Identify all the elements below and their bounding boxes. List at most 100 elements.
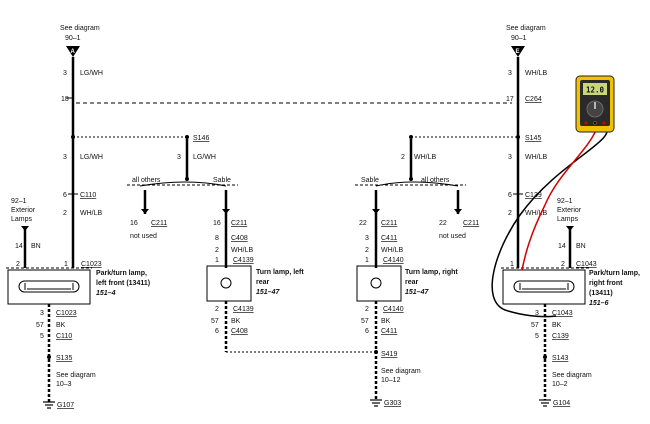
lamp-right-rear-box [356,265,402,302]
wire-color-label: WH/LB [231,247,254,254]
meter-screen [583,83,607,95]
component-name: rear [405,279,419,286]
connector-label: C211 [381,220,397,227]
ref-label: See diagram [56,372,96,379]
option-bracket [139,181,227,187]
splice-dot [374,350,378,354]
pin-label: 3 [535,310,539,317]
connector-label: C411 [381,235,397,242]
pin-label: 17 [506,96,514,103]
flag-letter-a: A [71,49,76,55]
pin-label: 18 [61,96,69,103]
connector-label: C211 [463,220,479,227]
wire-color-label: LG/WH [80,70,103,77]
ref-label-e: See diagram [506,25,546,32]
wire-color-label: BN [576,243,586,250]
ref-number-a: 90–1 [65,35,81,42]
splice-dot [543,355,547,359]
pin-label: 57 [361,318,369,325]
pin-label: 3 [508,70,512,77]
splice-label: S146 [193,135,209,142]
wire-color-label: BK [381,318,391,325]
pin-label: 3 [63,154,67,161]
flow-arrow [222,209,230,214]
splice-label: S135 [56,355,72,362]
pin-label: 1 [510,261,514,268]
pin-label: 3 [365,235,369,242]
connector-label: C411 [381,328,397,335]
ref-label-a: See diagram [60,25,100,32]
splice-dot [185,135,189,139]
wire-color-label: WH/LB [80,210,103,217]
wire-color-label: LG/WH [193,154,216,161]
pin-label: 2 [508,210,512,217]
lamp-right-front-box [502,269,586,305]
ground-label: G107 [57,402,74,409]
pin-label: 6 [365,328,369,335]
pin-label: 6 [508,192,512,199]
pin-label: 14 [15,243,23,250]
option-label: Sable [213,177,231,184]
pin-label: 57 [36,322,44,329]
flow-arrow [141,209,149,214]
wire-color-label: WH/LB [414,154,437,161]
lamp-left-rear-box [206,265,252,302]
flow-arrow [454,209,462,214]
connector-label: C264 [525,96,542,103]
bulb-icon [370,277,382,289]
pin-label: 1 [365,257,369,264]
ref-number-e: 90–1 [511,35,527,42]
wire-color-label: BK [56,322,66,329]
connector-label: C4139 [233,306,254,313]
connector-label: C4140 [383,306,404,313]
pin-label: 6 [63,192,67,199]
connector-label: C408 [231,328,248,335]
wire-color-label: WH/LB [381,247,404,254]
ref-name: Exterior [11,207,36,214]
pin-label: 1 [64,261,68,268]
pin-label: 57 [211,318,219,325]
wire-color-label: BK [231,318,241,325]
connector-flag-e [511,46,525,57]
component-code: 151–47 [405,289,429,296]
component-name: (13411) [589,290,613,297]
meter-reading: 12.0 [586,86,605,95]
not-used-label: not used [439,233,466,240]
splice-dot [409,135,413,139]
component-name: Park/turn lamp, [96,270,147,277]
ref-name: Lamps [557,216,579,223]
pin-label: 5 [535,333,539,340]
pin-label: 2 [401,154,405,161]
flow-arrow [566,226,574,231]
splice-dot [185,177,189,181]
wire-color-label: WH/LB [525,210,548,217]
multimeter-icon: 12.0 [491,75,615,318]
component-name: rear [256,279,270,286]
pin-label: 57 [531,322,539,329]
component-code: 151–4 [96,290,116,297]
ground-label: G104 [553,400,570,407]
connector-label: C1043 [576,261,597,268]
flow-arrow [372,209,380,214]
ref-number: 92–1 [11,198,27,205]
connector-label: C4140 [383,257,404,264]
pin-label: 22 [439,220,447,227]
splice-label: S143 [552,355,568,362]
splice-label: S419 [381,351,397,358]
connector-flag-a [66,46,80,57]
pin-label: 2 [215,247,219,254]
option-label: all others [132,177,161,184]
connector-label: C4139 [233,257,254,264]
meter-jack-red [584,121,588,125]
pin-label: 16 [130,220,138,227]
option-label: all others [421,177,450,184]
connector-label: C1043 [552,310,573,317]
pin-label: 2 [215,306,219,313]
flag-letter-e: E [516,49,520,55]
pin-label: 5 [40,333,44,340]
meter-jack-red-2 [602,121,606,125]
pin-label: 22 [359,220,367,227]
option-bracket [375,181,459,187]
not-used-label: not used [130,233,157,240]
